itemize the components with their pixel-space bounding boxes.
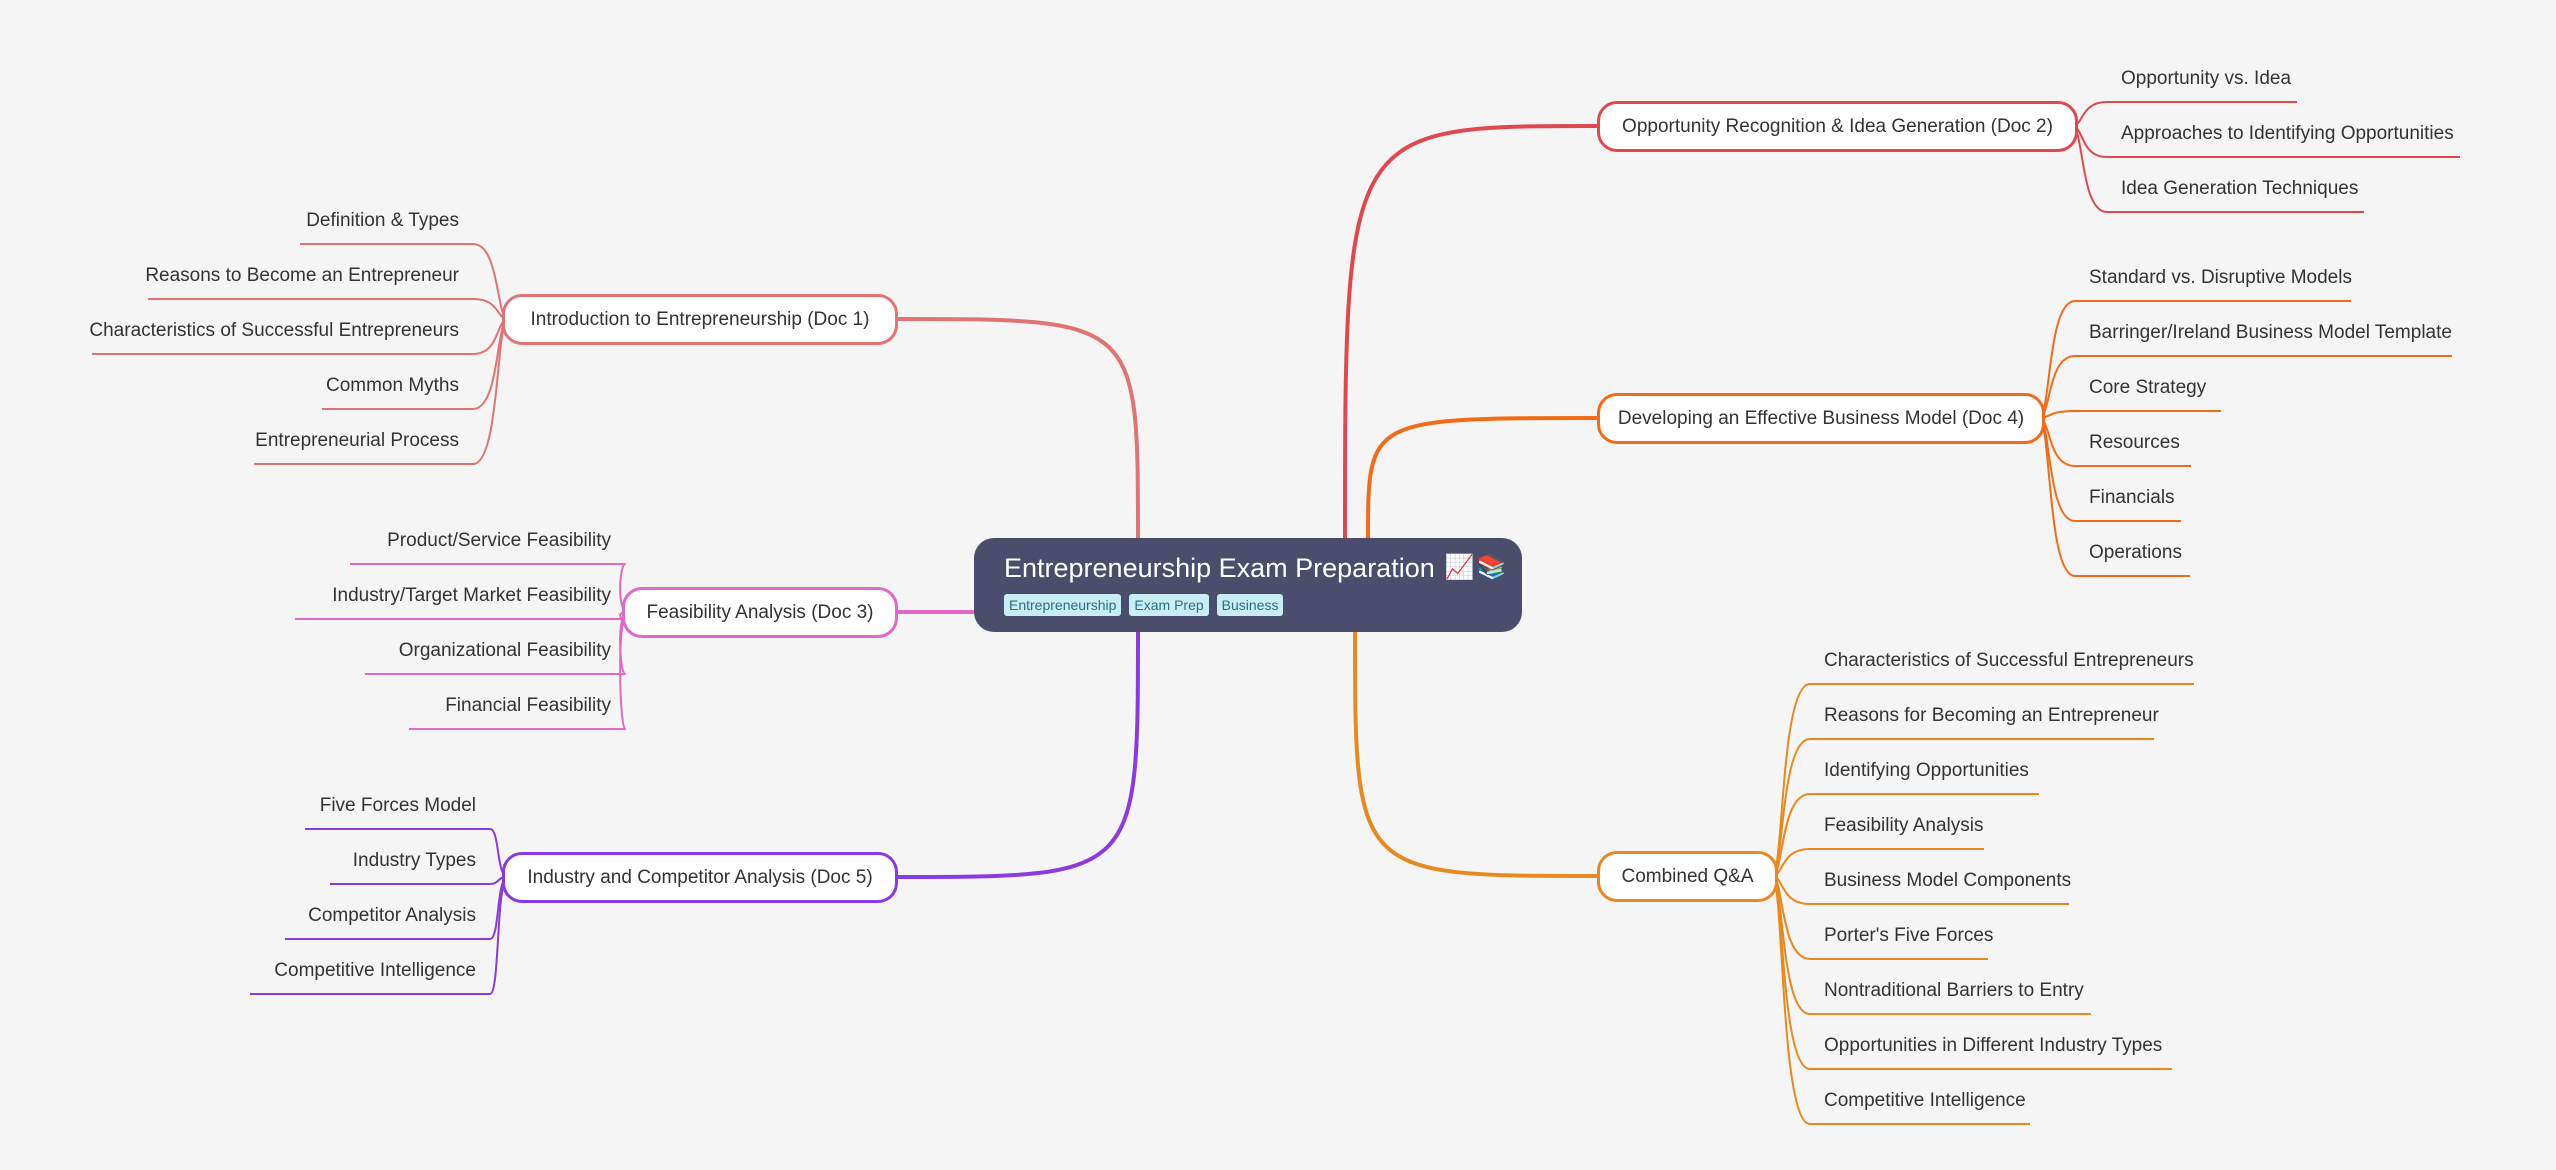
subtopic-qa-industry-types[interactable]: Opportunities in Different Industry Type… (1810, 1015, 2172, 1070)
connector-root-industry (896, 630, 1140, 879)
subtopic-core-strategy[interactable]: Core Strategy (2075, 357, 2221, 412)
connector-root-intro (896, 317, 1140, 540)
tag-entrepreneurship[interactable]: Entrepreneurship (1004, 594, 1122, 616)
connector-root-business_model (1366, 416, 1599, 540)
subtopic-definition-types[interactable]: Definition & Types (300, 190, 473, 245)
subtopic-qa-characteristics[interactable]: Characteristics of Successful Entreprene… (1810, 630, 2194, 685)
subtopic-business-model-template[interactable]: Barringer/Ireland Business Model Templat… (2075, 302, 2452, 357)
subtopic-product-service-feasibility[interactable]: Product/Service Feasibility (350, 510, 625, 565)
connector-qa-0 (1771, 683, 1811, 877)
chart-increasing-icon: 📈 (1444, 554, 1475, 581)
root-tags: Entrepreneurship Exam Prep Business (1004, 594, 1492, 616)
tag-exam-prep[interactable]: Exam Prep (1129, 594, 1209, 616)
books-icon: 📚 (1476, 554, 1507, 581)
subtopic-approaches-identifying[interactable]: Approaches to Identifying Opportunities (2107, 103, 2460, 158)
tag-business[interactable]: Business (1216, 594, 1284, 616)
root-title-row: Entrepreneurship Exam Preparation 📈 📚 (1004, 552, 1507, 584)
topic-combined-qa[interactable]: Combined Q&A (1597, 851, 1778, 902)
subtopic-financials[interactable]: Financials (2075, 467, 2181, 522)
subtopic-entrepreneurial-process[interactable]: Entrepreneurial Process (254, 410, 473, 465)
subtopic-idea-generation-techniques[interactable]: Idea Generation Techniques (2107, 158, 2364, 213)
subtopic-opportunity-vs-idea[interactable]: Opportunity vs. Idea (2107, 48, 2297, 103)
subtopic-qa-reasons[interactable]: Reasons for Becoming an Entrepreneur (1810, 685, 2159, 740)
topic-introduction[interactable]: Introduction to Entrepreneurship (Doc 1) (502, 294, 898, 345)
subtopic-qa-nontraditional-barriers[interactable]: Nontraditional Barriers to Entry (1810, 960, 2091, 1015)
subtopic-qa-feasibility-analysis[interactable]: Feasibility Analysis (1810, 795, 1984, 850)
subtopic-standard-vs-disruptive[interactable]: Standard vs. Disruptive Models (2075, 247, 2352, 302)
subtopic-competitor-analysis[interactable]: Competitor Analysis (285, 885, 490, 940)
connector-business_model-0 (2038, 300, 2076, 419)
subtopic-operations[interactable]: Operations (2075, 522, 2190, 577)
connector-root-opportunity (1343, 124, 1599, 540)
topic-industry-competitor-analysis[interactable]: Industry and Competitor Analysis (Doc 5) (502, 852, 898, 903)
connector-qa-8 (1771, 875, 1811, 1125)
subtopic-industry-types[interactable]: Industry Types (330, 830, 490, 885)
topic-opportunity-recognition[interactable]: Opportunity Recognition & Idea Generatio… (1597, 101, 2078, 152)
subtopic-industry-market-feasibility[interactable]: Industry/Target Market Feasibility (295, 565, 625, 620)
subtopic-financial-feasibility[interactable]: Financial Feasibility (409, 675, 625, 730)
subtopic-qa-business-model-components[interactable]: Business Model Components (1810, 850, 2071, 905)
subtopic-characteristics[interactable]: Characteristics of Successful Entreprene… (89, 300, 473, 355)
subtopic-five-forces-model[interactable]: Five Forces Model (305, 775, 490, 830)
subtopic-qa-competitive-intelligence[interactable]: Competitive Intelligence (1810, 1070, 2030, 1125)
connector-opportunity-2 (2071, 125, 2108, 213)
subtopic-competitive-intelligence[interactable]: Competitive Intelligence (250, 940, 490, 995)
root-title: Entrepreneurship Exam Preparation (1004, 553, 1435, 583)
subtopic-common-myths[interactable]: Common Myths (322, 355, 473, 410)
topic-business-model[interactable]: Developing an Effective Business Model (… (1597, 393, 2045, 444)
root-topic[interactable]: Entrepreneurship Exam Preparation 📈 📚 En… (974, 538, 1522, 632)
root-emoji: 📈 📚 (1445, 552, 1507, 584)
topic-feasibility-analysis[interactable]: Feasibility Analysis (Doc 3) (622, 587, 898, 638)
connector-qa-2 (1771, 793, 1811, 877)
subtopic-qa-porters-five-forces[interactable]: Porter's Five Forces (1810, 905, 1993, 960)
subtopic-resources[interactable]: Resources (2075, 412, 2191, 467)
subtopic-reasons-to-become[interactable]: Reasons to Become an Entrepreneur (145, 245, 473, 300)
subtopic-qa-identifying-opportunities[interactable]: Identifying Opportunities (1810, 740, 2039, 795)
subtopic-organizational-feasibility[interactable]: Organizational Feasibility (365, 620, 625, 675)
connector-root-qa (1353, 630, 1599, 878)
